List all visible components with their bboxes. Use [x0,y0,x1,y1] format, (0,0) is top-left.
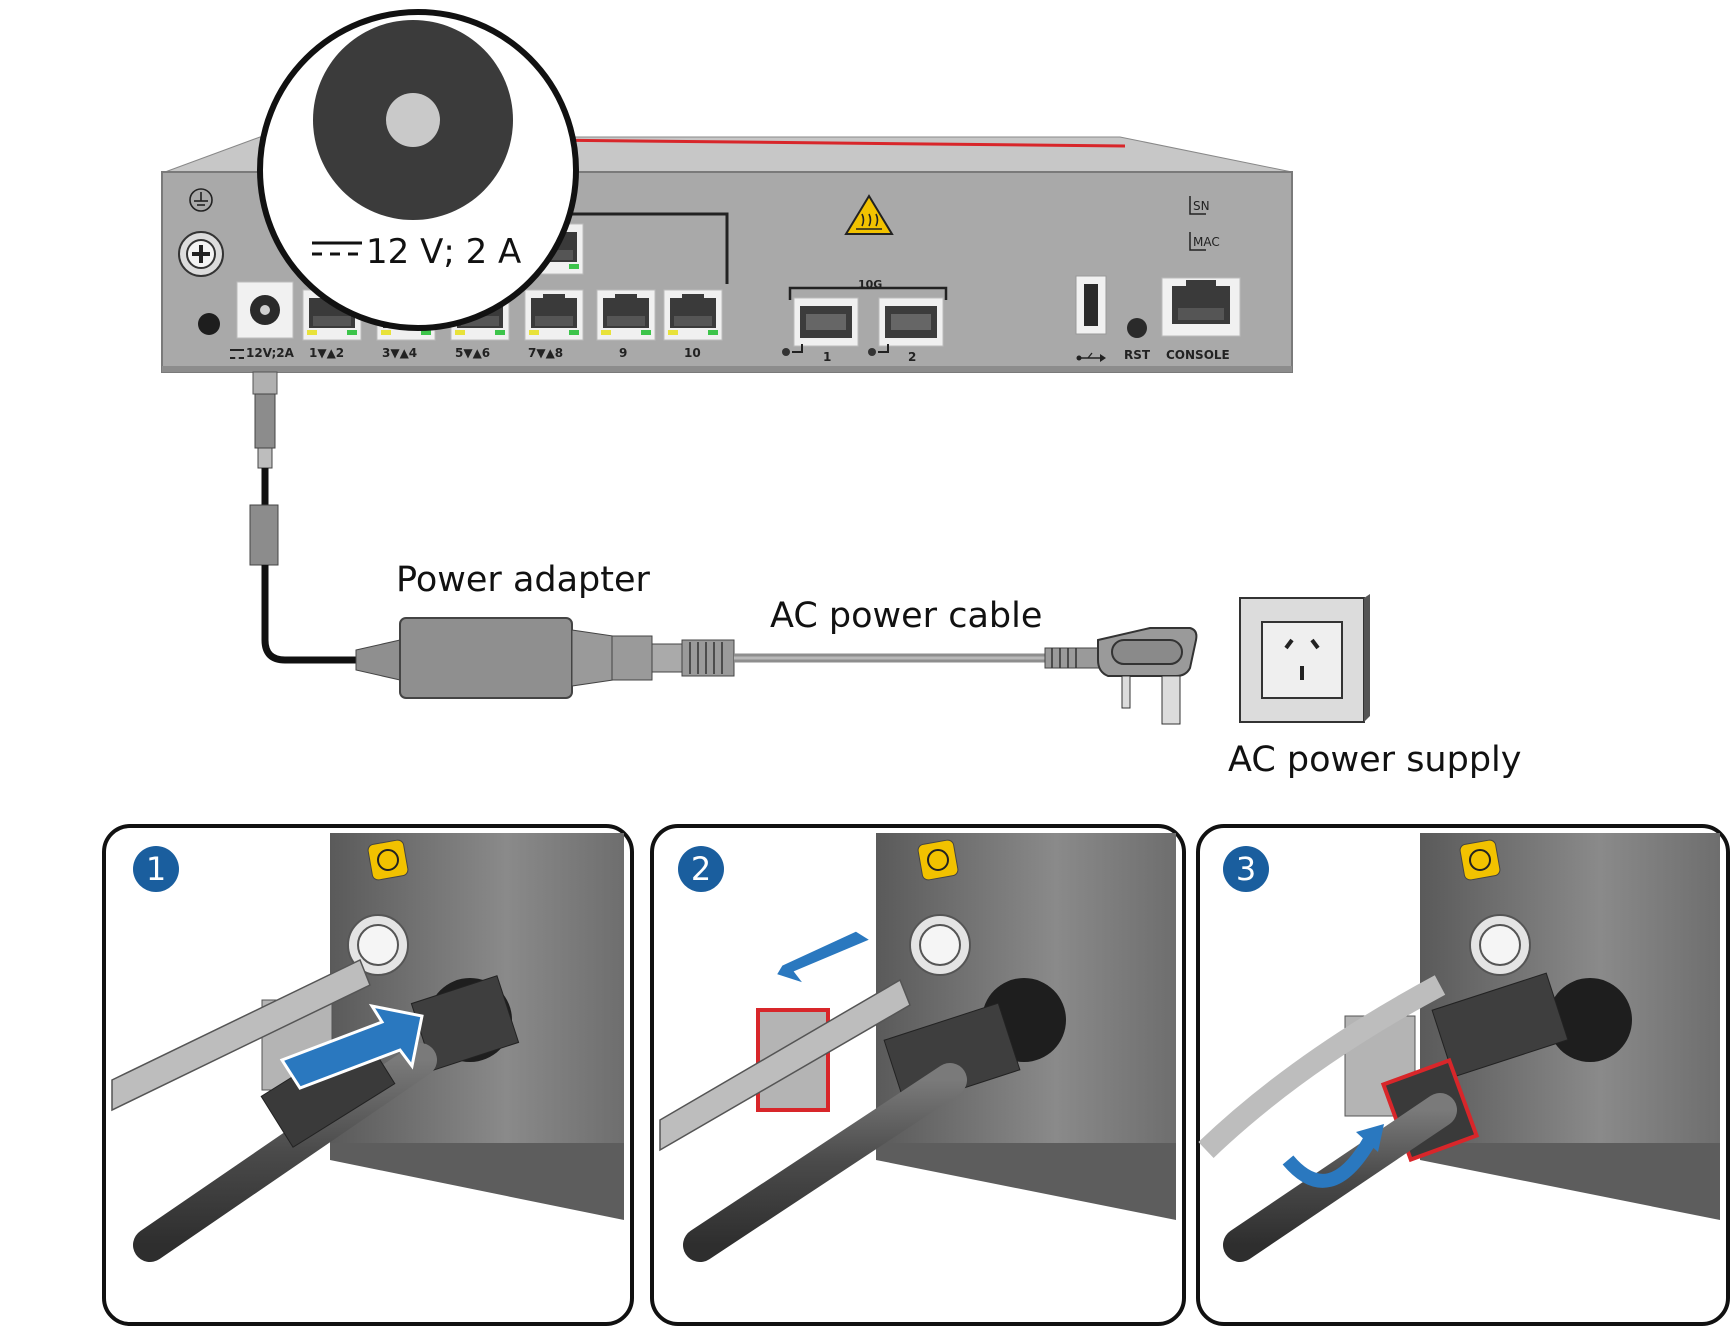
zoom-rating-text: 12 V; 2 A [366,232,522,272]
rst-label: RST [1124,348,1151,362]
step-panel-3 [1196,824,1730,1326]
power-port[interactable] [236,281,294,339]
power-port-zoom-callout [257,9,579,331]
eth-port-10[interactable] [663,289,723,341]
sn-label: SN [1193,199,1210,213]
reset-button[interactable] [1127,318,1147,338]
mac-label: MAC [1193,235,1220,249]
usb-port[interactable] [1075,275,1107,335]
step-number-3: 3 [1223,846,1269,892]
port-label-9: 9 [619,346,628,360]
ac-power-supply-label: AC power supply [1228,740,1522,780]
status-led [198,313,220,335]
power-adapter-label: Power adapter [396,560,650,600]
ground-screw-icon [178,231,224,277]
port-label-10: 10 [684,346,701,360]
eth-port-7[interactable] [524,289,584,341]
sfp-group-label: 10G [858,278,883,291]
sfp-port-2[interactable] [878,297,944,347]
step-number-2: 2 [678,846,724,892]
sfp-port-1[interactable] [793,297,859,347]
ground-icon [189,188,213,212]
step-panel-2 [650,824,1186,1326]
eth-port-9[interactable] [596,289,656,341]
port-label-5-6: 5▼▲6 [455,346,491,360]
sfp-label-1: 1 [823,350,832,364]
ac-power-cable [734,627,1198,725]
port-label-1-2: 1▼▲2 [309,346,345,360]
usb-icon [1076,352,1106,362]
step-number-1: 1 [133,846,179,892]
power-adapter [355,617,735,699]
console-port[interactable] [1161,277,1241,337]
port-label-7-8: 7▼▲8 [528,346,564,360]
port-label-3-4: 3▼▲4 [382,346,418,360]
sfp-label-2: 2 [908,350,917,364]
power-port-label-text: 12V;2A [246,346,294,360]
step-panel-1 [102,824,634,1326]
hot-surface-warning-icon [844,194,894,235]
dc-symbol-small-icon [230,348,244,359]
ac-outlet [1239,594,1370,723]
dc-cable [249,371,360,664]
console-label: CONSOLE [1166,348,1230,362]
ac-power-cable-label: AC power cable [770,596,1043,636]
power-port-label: 12V;2A [230,346,294,360]
dc-symbol-icon [312,241,362,256]
